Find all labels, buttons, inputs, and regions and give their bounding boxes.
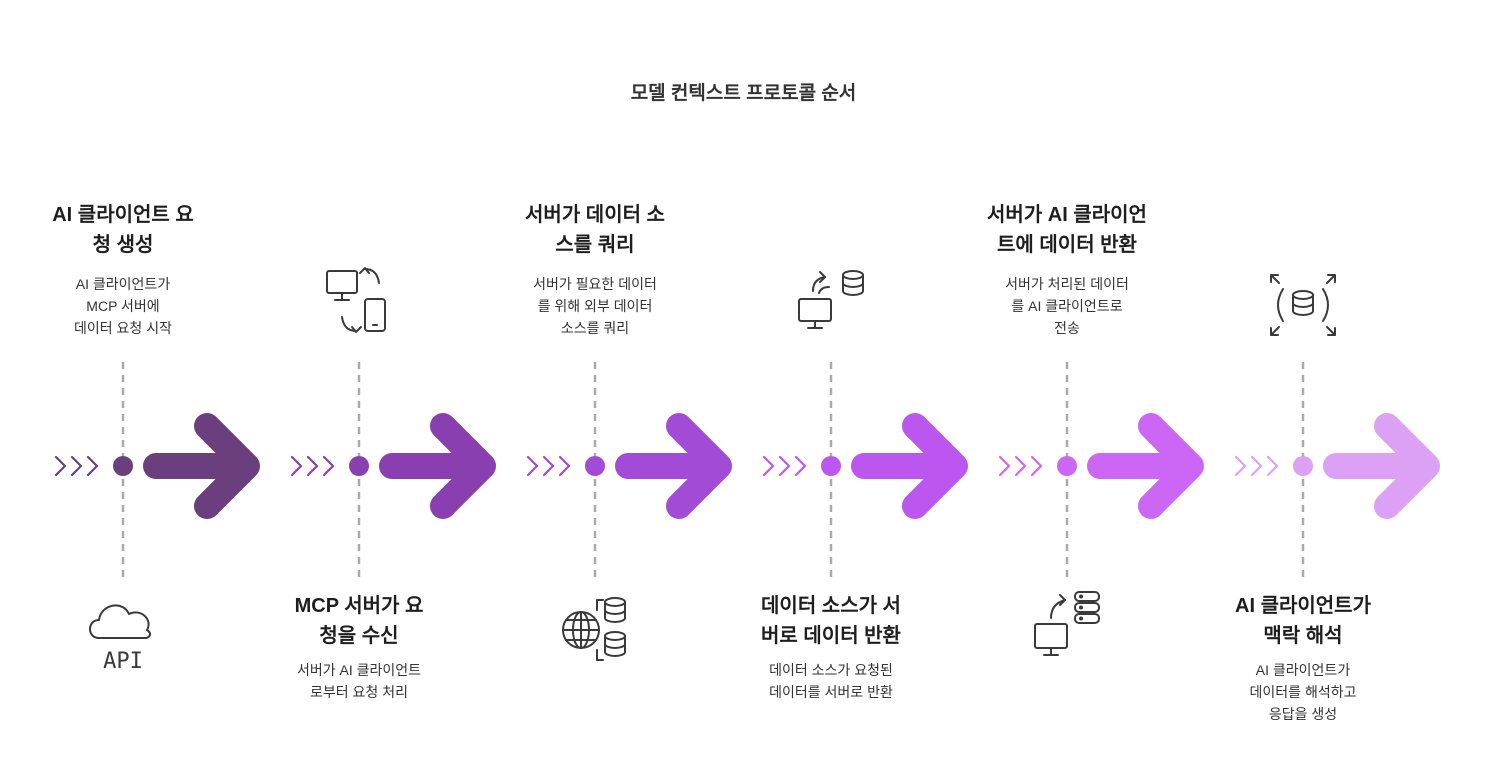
step-arrow: [851, 413, 968, 519]
step-desc-line: 데이터를 해석하고: [1249, 684, 1357, 700]
step-dot: [113, 456, 133, 476]
step-arrow: [143, 413, 260, 519]
step-title-line: MCP 서버가 요: [294, 595, 424, 617]
chevron-icon: [54, 455, 67, 477]
step-dot: [349, 456, 369, 476]
step-dot: [1057, 456, 1077, 476]
step-desc-line: 서버가 처리된 데이터: [1005, 276, 1129, 292]
step-title-line: 데이터 소스가 서: [761, 595, 901, 617]
step-title-line: 맥락 해석: [1263, 625, 1343, 647]
step-title-line: 서버가 AI 클라이언: [987, 204, 1147, 226]
step-desc-line: 서버가 AI 클라이언트: [296, 662, 422, 678]
step-desc-line: AI 클라이언트가: [75, 276, 171, 292]
step-desc-line: 전송: [1054, 320, 1080, 336]
chevron-icon: [322, 455, 335, 477]
chevron-icon: [1250, 455, 1263, 477]
step-desc-line: 를 위해 외부 데이터: [537, 298, 653, 314]
step-title-line: 스를 쿼리: [555, 234, 635, 256]
cloud-api-label: API: [103, 649, 143, 674]
chevron-icon: [998, 455, 1011, 477]
step-desc-line: 를 AI 클라이언트로: [1011, 298, 1123, 314]
step-title-line: AI 클라이언트가: [1235, 595, 1371, 617]
chevron-icon: [1234, 455, 1247, 477]
step-desc-line: 데이터 요청 시작: [74, 320, 172, 336]
chevron-icon: [1030, 455, 1043, 477]
step-arrow: [1323, 413, 1440, 519]
database-expand-icon: [1270, 274, 1336, 336]
step-desc-line: 소스를 쿼리: [560, 320, 630, 336]
step-dot: [821, 456, 841, 476]
step-title-line: 버로 데이터 반환: [761, 625, 901, 647]
chevron-icon: [1266, 455, 1279, 477]
step-desc-line: 로부터 요청 처리: [310, 684, 408, 700]
chevron-icon: [290, 455, 303, 477]
step-title-line: 서버가 데이터 소: [525, 204, 665, 226]
step-arrow: [379, 413, 496, 519]
diagram-title: 모델 컨텍스트 프로토콜 순서: [630, 83, 857, 104]
cloud-api-icon: API: [89, 604, 152, 674]
step-dot: [585, 456, 605, 476]
chevron-icon: [306, 455, 319, 477]
chevron-icon: [526, 455, 539, 477]
chevron-icon: [794, 455, 807, 477]
chevron-icon: [762, 455, 775, 477]
desktop-mobile-sync-icon: [326, 267, 386, 333]
step-desc-line: 데이터 소스가 요청된: [769, 662, 893, 678]
step-desc-line: AI 클라이언트가: [1255, 662, 1351, 678]
step-title-line: 청 생성: [92, 234, 154, 256]
globe-database-icon: [562, 597, 626, 661]
database-monitor-icon: [798, 270, 864, 329]
step-title-line: AI 클라이언트 요: [52, 204, 194, 226]
chevron-icon: [542, 455, 555, 477]
chevron-icon: [1014, 455, 1027, 477]
step-desc-line: MCP 서버에: [86, 298, 160, 314]
chevron-icon: [86, 455, 99, 477]
step-arrow: [1087, 413, 1204, 519]
chevron-icon: [778, 455, 791, 477]
step-desc-line: 데이터를 서버로 반환: [769, 684, 893, 700]
step-title-line: 트에 데이터 반환: [997, 234, 1137, 256]
chevron-icon: [558, 455, 571, 477]
chevron-icon: [70, 455, 83, 477]
step-arrow: [615, 413, 732, 519]
step-dot: [1293, 456, 1313, 476]
step-desc-line: 응답을 생성: [1268, 706, 1338, 722]
step-title-line: 청을 수신: [319, 625, 399, 647]
step-desc-line: 서버가 필요한 데이터: [533, 276, 657, 292]
server-monitor-icon: [1034, 591, 1100, 656]
